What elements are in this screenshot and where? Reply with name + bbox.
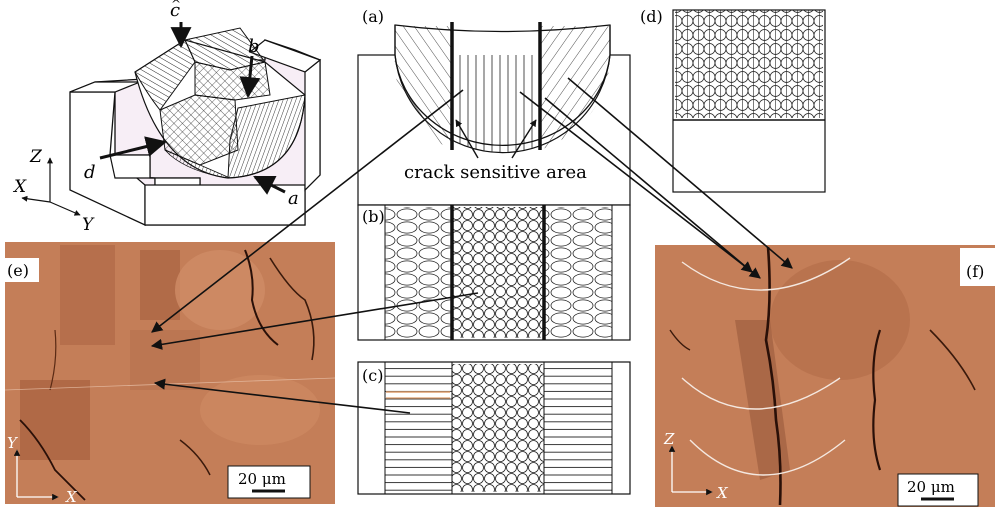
panel-e-label-bg xyxy=(5,258,39,282)
iso-arrow-d xyxy=(99,136,168,160)
micrograph-f-crack-3 xyxy=(929,329,976,391)
micrograph-e-patch-2 xyxy=(140,250,180,320)
micrograph-e-crack-1 xyxy=(244,249,279,346)
iso-hat-c: ^ xyxy=(171,0,181,11)
iso-arrow-b xyxy=(239,55,261,99)
panel-c-left-lines xyxy=(385,364,452,492)
panel-f-axis-z-label: Z xyxy=(663,430,675,448)
iso-axis-x xyxy=(21,195,51,203)
iso-axis-z-label: Z xyxy=(29,147,43,167)
panel-d: (d) xyxy=(640,7,826,193)
iso-block-right xyxy=(144,184,306,226)
panel-e-scale-box xyxy=(227,465,311,499)
micrograph-e-patch-5 xyxy=(130,330,200,390)
panel-a: (a) crack sensitive area xyxy=(357,7,631,206)
micrograph-e-crack-5 xyxy=(49,329,57,391)
micrograph-e-crack-4 xyxy=(179,439,211,476)
micrograph-e-patch-4 xyxy=(20,380,90,460)
micrograph-f-crack-2 xyxy=(872,329,882,471)
panel-f-label-bg xyxy=(960,248,995,286)
panel-a-label: (a) xyxy=(362,7,384,26)
micrograph-f-fusion-arc-1 xyxy=(681,257,851,291)
micrograph-e-patch-3 xyxy=(175,250,265,330)
connector-arrows xyxy=(150,77,793,414)
arrow-a-to-f-2 xyxy=(544,97,753,273)
panel-c-label: (c) xyxy=(362,366,383,385)
crack-arrow-right xyxy=(511,119,537,159)
panel-c-label-bg xyxy=(360,364,384,384)
panel-c-center-circles xyxy=(452,364,544,492)
micrograph-e-crack-3 xyxy=(19,419,86,501)
iso-letter-d: d xyxy=(84,162,96,183)
micrograph-e: (e) Y X 20 μm xyxy=(4,242,336,506)
panel-d-label: (d) xyxy=(640,7,663,26)
panel-c: (c) xyxy=(357,361,631,495)
iso-axis-x-label: X xyxy=(12,177,27,197)
panel-e-label: (e) xyxy=(7,261,29,280)
arrow-b-to-e xyxy=(150,292,479,350)
iso-mid-columnar xyxy=(164,149,231,179)
micrograph-f: (f) Z X 20 μm xyxy=(655,245,995,507)
micrograph-e-patch-6 xyxy=(200,375,320,445)
panel-f-label: (f) xyxy=(966,262,984,281)
micrograph-f-fusion-arc-3 xyxy=(689,439,846,476)
iso-axis-y xyxy=(49,201,81,216)
iso-left-columnar xyxy=(134,39,196,111)
micrograph-f-fusion-arc-2 xyxy=(681,377,841,410)
iso-arrow-a xyxy=(253,175,286,195)
iso-axis-y-label: Y xyxy=(82,215,95,235)
panel-a-bead-edge xyxy=(394,25,611,146)
iso-letter-b: b xyxy=(248,36,260,57)
micrograph-f-crack-4 xyxy=(669,329,691,351)
arrow-a-to-e xyxy=(151,89,464,333)
panel-e-axis-y-label: Y xyxy=(7,434,19,452)
panel-e-axis-x-label: X xyxy=(65,488,78,506)
micrograph-f-dendrite-band xyxy=(735,320,790,480)
panel-f-scale-text: 20 μm xyxy=(907,478,955,496)
iso-block-right-side xyxy=(304,58,321,192)
panel-b-label: (b) xyxy=(362,207,385,226)
panel-a-left-columnar xyxy=(394,25,452,150)
iso-block-view: c ^ b d a Z X Y xyxy=(12,0,322,235)
panel-b-center-circles xyxy=(452,207,544,338)
micrograph-f-patch-1 xyxy=(770,260,910,380)
crack-sensitive-area-label: crack sensitive area xyxy=(404,162,587,183)
panel-b-left-ellipses xyxy=(385,207,452,338)
panel-c-right-lines xyxy=(544,364,612,492)
panel-a-right-columnar xyxy=(540,25,611,150)
panel-f-axis-x-label: X xyxy=(716,484,729,502)
panel-e-scale-text: 20 μm xyxy=(238,470,286,488)
micrograph-f-crack-main xyxy=(764,246,782,506)
panel-b-right-ellipses xyxy=(544,207,612,338)
arrow-a-to-f-3 xyxy=(567,77,793,269)
panel-f-scale-box xyxy=(897,473,979,507)
arrow-a-to-f-1 xyxy=(519,91,761,279)
panel-b: (b) xyxy=(357,204,631,341)
panel-a-surface xyxy=(394,24,611,33)
iso-letter-c: c xyxy=(170,0,180,21)
panel-b-label-bg xyxy=(360,207,384,227)
iso-letter-a: a xyxy=(288,188,299,209)
micrograph-e-patch-1 xyxy=(60,245,115,345)
micrograph-e-crack-2 xyxy=(269,257,315,361)
panel-d-dendrite-zone xyxy=(675,10,823,118)
arrow-c-to-e xyxy=(153,378,411,414)
crack-arrow-left xyxy=(455,119,479,159)
